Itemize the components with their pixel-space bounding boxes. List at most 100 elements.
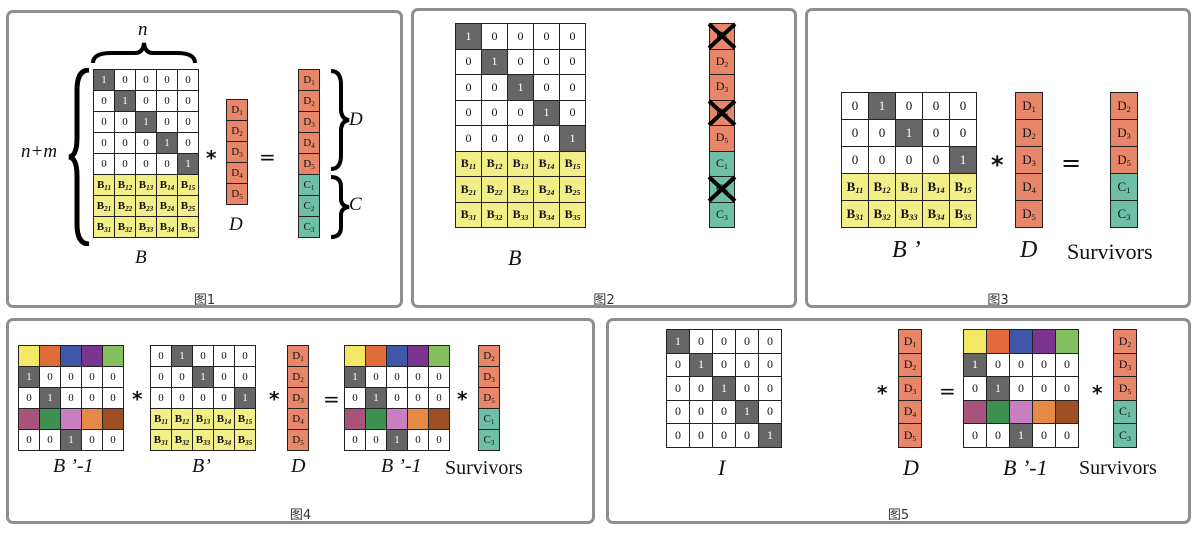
coefficient-cell: B12 (114, 174, 136, 196)
colored-cell (344, 408, 366, 430)
zero-cell: 0 (1009, 376, 1033, 401)
coefficient-cell: B15 (949, 173, 977, 201)
zero-cell: 0 (39, 366, 61, 388)
n-brace (91, 42, 197, 64)
colored-cell (1032, 329, 1056, 354)
identity-one-cell: 1 (135, 111, 157, 133)
data-cell: D1 (1015, 92, 1043, 120)
colored-cell (365, 408, 387, 430)
identity-one-cell: 1 (986, 376, 1010, 401)
coefficient-cell: B22 (481, 176, 508, 203)
identity-one-cell: 1 (666, 329, 690, 354)
zero-cell: 0 (712, 352, 736, 377)
coefficient-cell: B31 (93, 216, 115, 238)
data-cell: D2 (1110, 92, 1138, 120)
identity-one-cell: 1 (114, 90, 136, 112)
zero-cell: 0 (735, 352, 759, 377)
coefficient-cell: B35 (234, 429, 256, 451)
zero-cell: 0 (559, 74, 586, 101)
zero-cell: 0 (533, 48, 560, 75)
code-cell: C1 (1113, 399, 1137, 424)
coefficient-cell: B33 (895, 200, 923, 228)
zero-cell: 0 (213, 345, 235, 367)
data-cell: D3 (1015, 146, 1043, 174)
identity-one-cell: 1 (963, 352, 987, 377)
i-label: I (718, 455, 726, 480)
times-symbol-1: * (877, 381, 888, 405)
zero-cell: 0 (689, 329, 713, 354)
coefficient-cell: B31 (455, 201, 482, 228)
coefficient-cell: B22 (114, 195, 136, 217)
zero-cell: 0 (986, 423, 1010, 448)
equals-symbol: = (1061, 149, 1082, 177)
zero-cell: 0 (758, 329, 782, 354)
zero-cell: 0 (177, 111, 199, 133)
coefficient-cell: B31 (150, 429, 172, 451)
zero-cell: 0 (507, 125, 534, 152)
code-cell: C3 (1113, 423, 1137, 448)
coefficient-cell: B13 (507, 150, 534, 177)
b-inverse-result-label: B ’-1 (381, 455, 422, 477)
identity-one-cell: 1 (171, 345, 193, 367)
zero-cell: 0 (689, 399, 713, 424)
zero-cell: 0 (666, 376, 690, 401)
zero-cell: 0 (868, 146, 896, 174)
coefficient-cell: B34 (156, 216, 178, 238)
colored-cell (39, 408, 61, 430)
data-cell: D1 (298, 69, 320, 91)
identity-one-cell: 1 (192, 366, 214, 388)
zero-cell: 0 (234, 345, 256, 367)
identity-one-cell: 1 (712, 376, 736, 401)
code-cell: C3 (298, 216, 320, 238)
d-brace-label: D (349, 109, 363, 130)
zero-cell: 0 (533, 74, 560, 101)
times-symbol: * (206, 146, 217, 170)
colored-cell (1055, 329, 1079, 354)
data-cell: D1 (898, 329, 922, 354)
times-symbol-2: * (1092, 381, 1103, 405)
caption-4: 图4 (289, 508, 312, 523)
zero-cell: 0 (150, 387, 172, 409)
zero-cell: 0 (386, 387, 408, 409)
d-label: D (291, 455, 306, 477)
zero-cell: 0 (81, 366, 103, 388)
survivors-label: Survivors (1067, 239, 1153, 264)
zero-cell: 0 (60, 366, 82, 388)
identity-one-cell: 1 (689, 352, 713, 377)
coefficient-cell: B32 (868, 200, 896, 228)
data-cell: D4 (226, 162, 248, 184)
coefficient-cell: B23 (507, 176, 534, 203)
zero-cell: 0 (455, 74, 482, 101)
coefficient-cell: B32 (171, 429, 193, 451)
times-symbol-2: * (269, 387, 280, 411)
zero-cell: 0 (1055, 376, 1079, 401)
coefficient-cell: B12 (481, 150, 508, 177)
zero-cell: 0 (156, 111, 178, 133)
data-cell: D1 (287, 345, 309, 367)
survivors-label: Survivors (445, 457, 523, 479)
zero-cell: 0 (666, 352, 690, 377)
colored-cell (365, 345, 387, 367)
zero-cell: 0 (156, 153, 178, 175)
identity-one-cell: 1 (481, 48, 508, 75)
zero-cell: 0 (689, 376, 713, 401)
identity-one-cell: 1 (533, 99, 560, 126)
data-cell: D3 (226, 141, 248, 163)
identity-one-cell: 1 (507, 74, 534, 101)
data-cell: D3 (1113, 352, 1137, 377)
zero-cell: 0 (507, 48, 534, 75)
zero-cell: 0 (922, 146, 950, 174)
zero-cell: 0 (986, 352, 1010, 377)
zero-cell: 0 (213, 387, 235, 409)
zero-cell: 0 (177, 69, 199, 91)
coefficient-cell: B32 (481, 201, 508, 228)
coefficient-cell: B15 (177, 174, 199, 196)
zero-cell: 0 (18, 387, 40, 409)
zero-cell: 0 (60, 387, 82, 409)
data-cell: D3 (709, 74, 735, 101)
